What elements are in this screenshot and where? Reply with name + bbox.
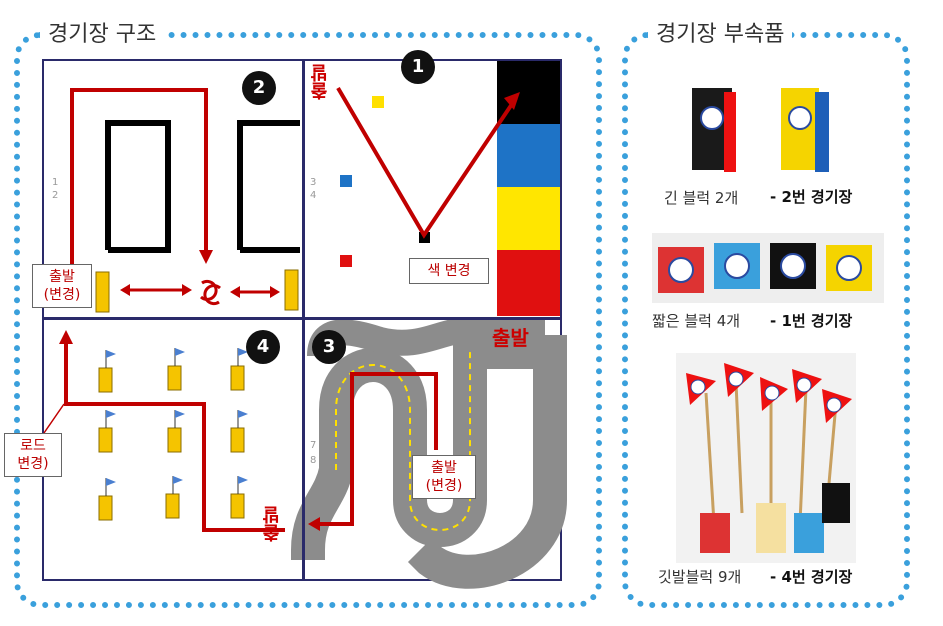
flag-block [230, 410, 248, 453]
flag-block [98, 478, 116, 521]
long-blocks-photo [692, 88, 736, 172]
short-blocks-photo [652, 233, 884, 303]
q4-arrowhead [59, 330, 73, 344]
q2-wall-right [237, 120, 300, 250]
color-strip-blue [497, 124, 560, 187]
quadrant-number-2: 2 [242, 71, 276, 105]
flag-block [167, 410, 185, 453]
long-blocks-arena: - 2번 경기장 [770, 188, 853, 206]
long-block-right [284, 269, 299, 311]
color-strip-red [497, 250, 560, 316]
quadrant-number-3: 3 [312, 330, 346, 364]
quadrant-number-4: 4 [246, 330, 280, 364]
flag-block [165, 476, 183, 519]
q2-path [70, 88, 208, 268]
short-blocks-arena: - 1번 경기장 [770, 312, 853, 330]
q2-wall-left [105, 120, 171, 253]
q4-path [64, 338, 285, 532]
flag-block [98, 350, 116, 393]
flag-block [230, 476, 248, 519]
structure-title: 경기장 구조 [40, 16, 165, 48]
rotate-icon [199, 279, 222, 306]
q1-start-label: 출발 [310, 64, 331, 100]
divider-vertical [302, 59, 305, 581]
flag-block [167, 348, 185, 391]
quadrant-number-1: 1 [401, 50, 435, 84]
q1-path [336, 86, 518, 239]
flag-blocks-photo [676, 353, 856, 563]
q3-start-callout: 출발 (변경) [412, 455, 476, 499]
divider-horizontal [42, 317, 562, 320]
q4-start-label: 출발 [262, 506, 283, 542]
long-blocks-photo-2 [781, 88, 829, 172]
q1-color-change-callout: 색 변경 [409, 258, 489, 284]
accessories-title: 경기장 부속품 [648, 16, 793, 48]
flag-blocks-arena: - 4번 경기장 [770, 568, 853, 586]
q3-start-label: 출발 [492, 326, 529, 350]
long-block-left [95, 271, 110, 313]
tick-label: 3 [310, 177, 317, 188]
q2-start-callout: 출발 (변경) [32, 264, 92, 308]
q3-track [291, 335, 567, 589]
tick-label: 8 [310, 455, 317, 466]
q3-path [316, 372, 438, 526]
flag-block [230, 348, 248, 391]
flag-block [98, 410, 116, 453]
marker-red [340, 255, 352, 267]
q2-arrowhead-down [199, 250, 213, 264]
tick-label: 7 [310, 440, 317, 451]
q4-road-change-callout: 로드 변경) [4, 433, 62, 477]
color-strip-yellow [497, 187, 560, 250]
tick-label: 4 [310, 190, 317, 201]
marker-blue [340, 175, 352, 187]
tick-label: 1 [52, 177, 59, 188]
tick-label: 2 [52, 190, 59, 201]
flag-blocks-caption: 깃발블럭 9개 [658, 568, 742, 586]
q3-arrowhead [308, 517, 320, 531]
short-blocks-caption: 짧은 블럭 4개 [652, 312, 741, 330]
q3-lane [335, 352, 471, 531]
structure-frame [14, 32, 602, 608]
marker-yellow [372, 96, 384, 108]
long-blocks-caption: 긴 블럭 2개 [664, 189, 739, 207]
q1-arrowhead [504, 92, 520, 110]
